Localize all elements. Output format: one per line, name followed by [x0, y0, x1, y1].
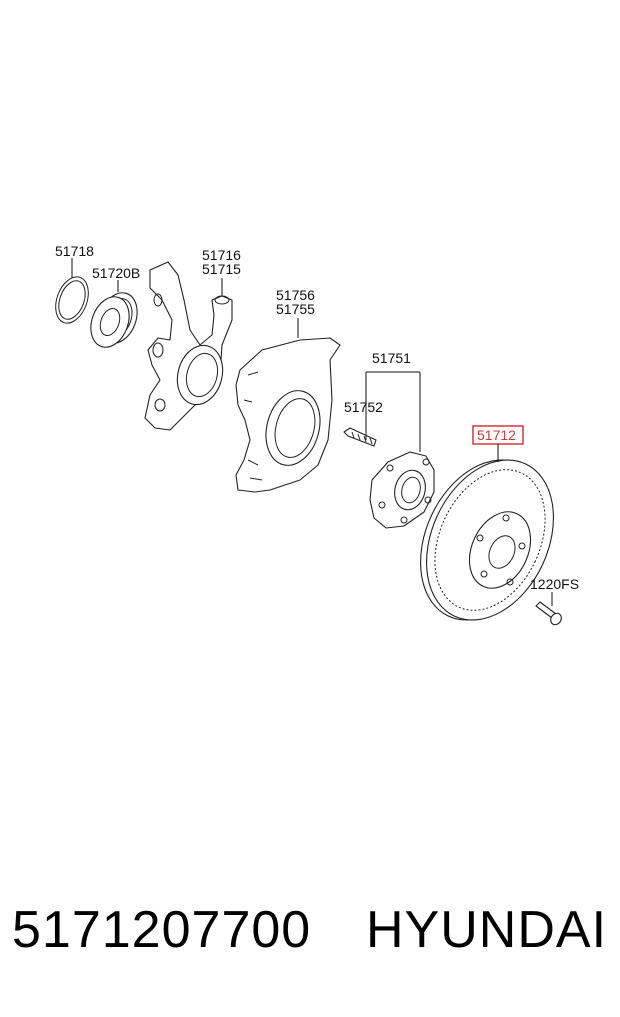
label-51755: 51755: [276, 301, 315, 317]
label-51718: 51718: [55, 243, 94, 259]
bearing-51720b[interactable]: [84, 287, 144, 352]
screw-1220fs[interactable]: [535, 601, 564, 627]
label-51756: 51756: [276, 287, 315, 303]
brand-name: HYUNDAI: [366, 901, 608, 959]
label-51751: 51751: [372, 350, 411, 366]
hub-bolt-51752[interactable]: [343, 427, 377, 447]
dust-cover-51756-51755[interactable]: [235, 337, 341, 493]
label-51712: 51712: [477, 427, 516, 443]
footer: 5171207700 HYUNDAI: [0, 900, 620, 980]
leader-51751: [365, 371, 421, 452]
label-51716: 51716: [202, 247, 241, 263]
label-51715: 51715: [202, 261, 241, 277]
circlip-51718[interactable]: [50, 272, 95, 327]
part-number: 5171207700: [12, 901, 312, 959]
hub-51751[interactable]: [369, 451, 435, 529]
label-51752: 51752: [344, 399, 383, 415]
label-1220fs: 1220FS: [530, 576, 579, 592]
knuckle-51716-51715[interactable]: [144, 261, 233, 431]
label-51720b: 51720B: [92, 265, 140, 281]
brake-disc-51712[interactable]: [396, 439, 578, 640]
